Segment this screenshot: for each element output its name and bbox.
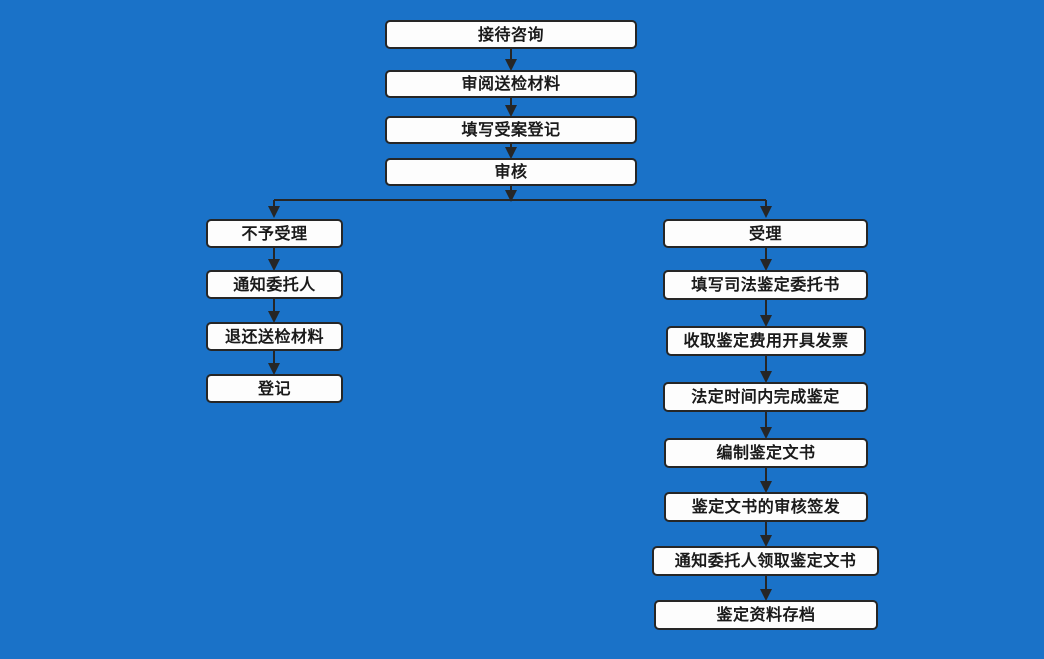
edge-n4-split	[268, 185, 772, 218]
edge-l1-l2	[268, 248, 280, 271]
edge-n3-n4	[505, 143, 517, 159]
node-complete-appraisal-in-statutory-time[interactable]: 法定时间内完成鉴定	[663, 382, 868, 412]
node-registration[interactable]: 登记	[206, 374, 343, 403]
edge-r7-r8	[760, 576, 772, 601]
node-reception-consultation[interactable]: 接待咨询	[385, 20, 637, 49]
node-archive-appraisal-materials[interactable]: 鉴定资料存档	[654, 600, 878, 630]
edge-l3-l4	[268, 351, 280, 375]
node-notify-client[interactable]: 通知委托人	[206, 270, 343, 299]
edge-r1-r2	[760, 248, 772, 271]
node-collect-fee-issue-invoice[interactable]: 收取鉴定费用开具发票	[666, 326, 866, 356]
edge-r5-r6	[760, 468, 772, 493]
node-examination[interactable]: 审核	[385, 158, 637, 186]
node-fill-forensic-entrustment-letter[interactable]: 填写司法鉴定委托书	[663, 270, 868, 300]
node-review-submitted-materials[interactable]: 审阅送检材料	[385, 70, 637, 98]
node-prepare-appraisal-document[interactable]: 编制鉴定文书	[664, 438, 868, 468]
node-return-submitted-materials[interactable]: 退还送检材料	[206, 322, 343, 351]
node-review-and-sign-appraisal-document[interactable]: 鉴定文书的审核签发	[664, 492, 868, 522]
node-accepted[interactable]: 受理	[663, 219, 868, 248]
edge-r2-r3	[760, 300, 772, 327]
edge-n1-n2	[505, 49, 517, 71]
edge-r4-r5	[760, 412, 772, 439]
edge-r3-r4	[760, 356, 772, 383]
edge-n2-n3	[505, 97, 517, 117]
edge-l2-l3	[268, 299, 280, 323]
node-notify-client-to-collect-document[interactable]: 通知委托人领取鉴定文书	[652, 546, 879, 576]
node-not-accepted[interactable]: 不予受理	[206, 219, 343, 248]
edge-r6-r7	[760, 522, 772, 547]
node-fill-case-registration[interactable]: 填写受案登记	[385, 116, 637, 144]
